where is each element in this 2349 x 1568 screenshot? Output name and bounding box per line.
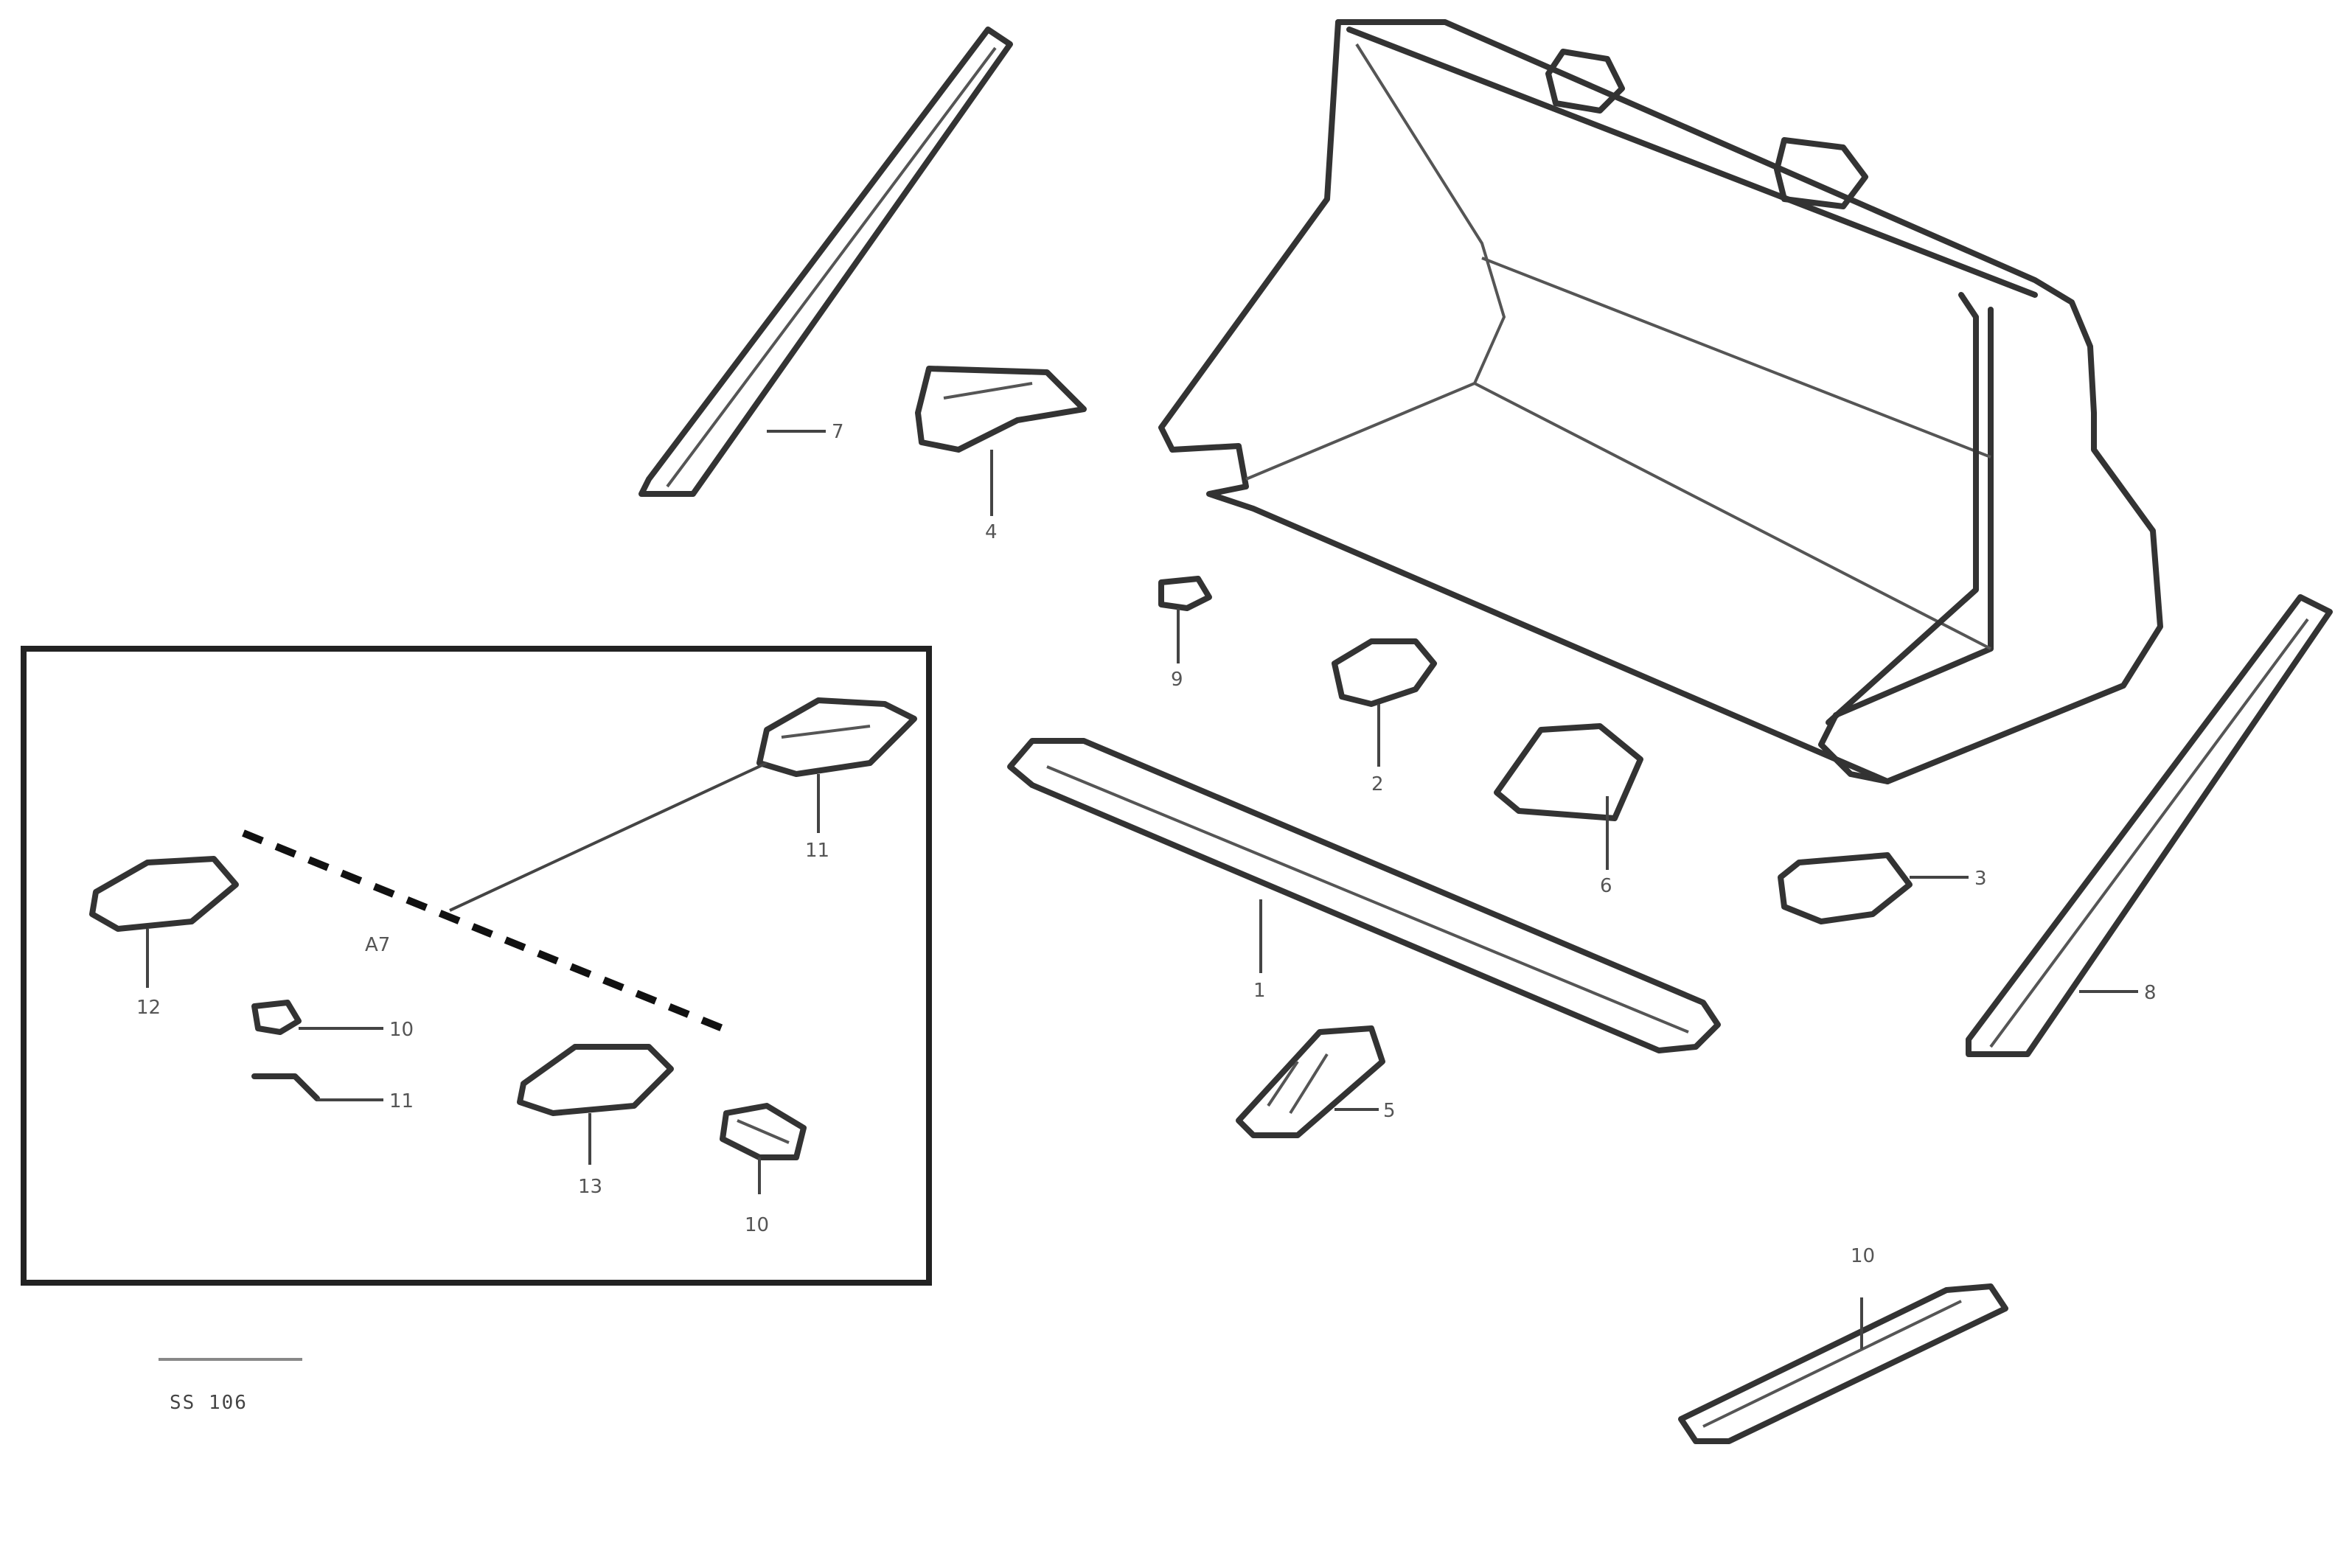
- callout-10-right: 10: [1851, 1245, 1875, 1267]
- inset-connector: [449, 762, 768, 912]
- part-2-wear-cap: 2: [1332, 638, 1437, 795]
- inset-part-13-cap: 13: [517, 1044, 674, 1198]
- callout-10-inset: 10: [389, 1019, 414, 1041]
- callout-9: 9: [1171, 669, 1183, 691]
- part-7-side-strip: 7: [638, 27, 1013, 497]
- callout-12-inset: 12: [136, 997, 161, 1019]
- inset-part-10-bolt: 10: [251, 1000, 414, 1041]
- callout-3: 3: [1974, 868, 1987, 890]
- inset-part-12-cap: 12: [89, 856, 239, 1019]
- inset-part-11-pin: 11: [251, 1073, 414, 1112]
- callout-11-inset-b: 11: [389, 1090, 414, 1112]
- callout-6: 6: [1600, 875, 1612, 897]
- callout-1: 1: [1253, 980, 1266, 1002]
- reference-code: SS 106: [170, 1392, 248, 1414]
- inset-dashed-line: [242, 829, 724, 1032]
- inset-part-11-adapter: 11: [756, 697, 917, 862]
- callout-8: 8: [2144, 982, 2157, 1004]
- part-8-side-strip: 8: [1966, 594, 2333, 1057]
- inset-marker-label: A7: [365, 934, 390, 956]
- callout-4: 4: [985, 521, 998, 543]
- part-3-adapter: 3: [1778, 852, 1987, 924]
- part-1-cutting-edge: 1: [1007, 738, 1721, 1053]
- callout-11-inset-a: 11: [805, 840, 829, 862]
- callout-13-inset: 13: [578, 1176, 602, 1198]
- part-9-bolt: 9: [1158, 576, 1212, 691]
- part-10-wear-strip: 10: [1678, 1245, 2008, 1444]
- bucket-body: [1158, 19, 2163, 784]
- callout-2: 2: [1371, 773, 1384, 795]
- part-5-tooth: 5: [1236, 1025, 1396, 1138]
- part-6-plate: 6: [1494, 723, 1643, 897]
- inset-part-10-block: 10: [720, 1103, 807, 1236]
- reference-underline: [159, 1358, 302, 1361]
- callout-5: 5: [1383, 1100, 1396, 1122]
- callout-7: 7: [832, 421, 844, 443]
- callout-10-inset-b: 10: [745, 1214, 769, 1236]
- detail-inset: 11 12 A7 10 11 13: [21, 646, 932, 1286]
- part-4-adapter: 4: [915, 366, 1087, 543]
